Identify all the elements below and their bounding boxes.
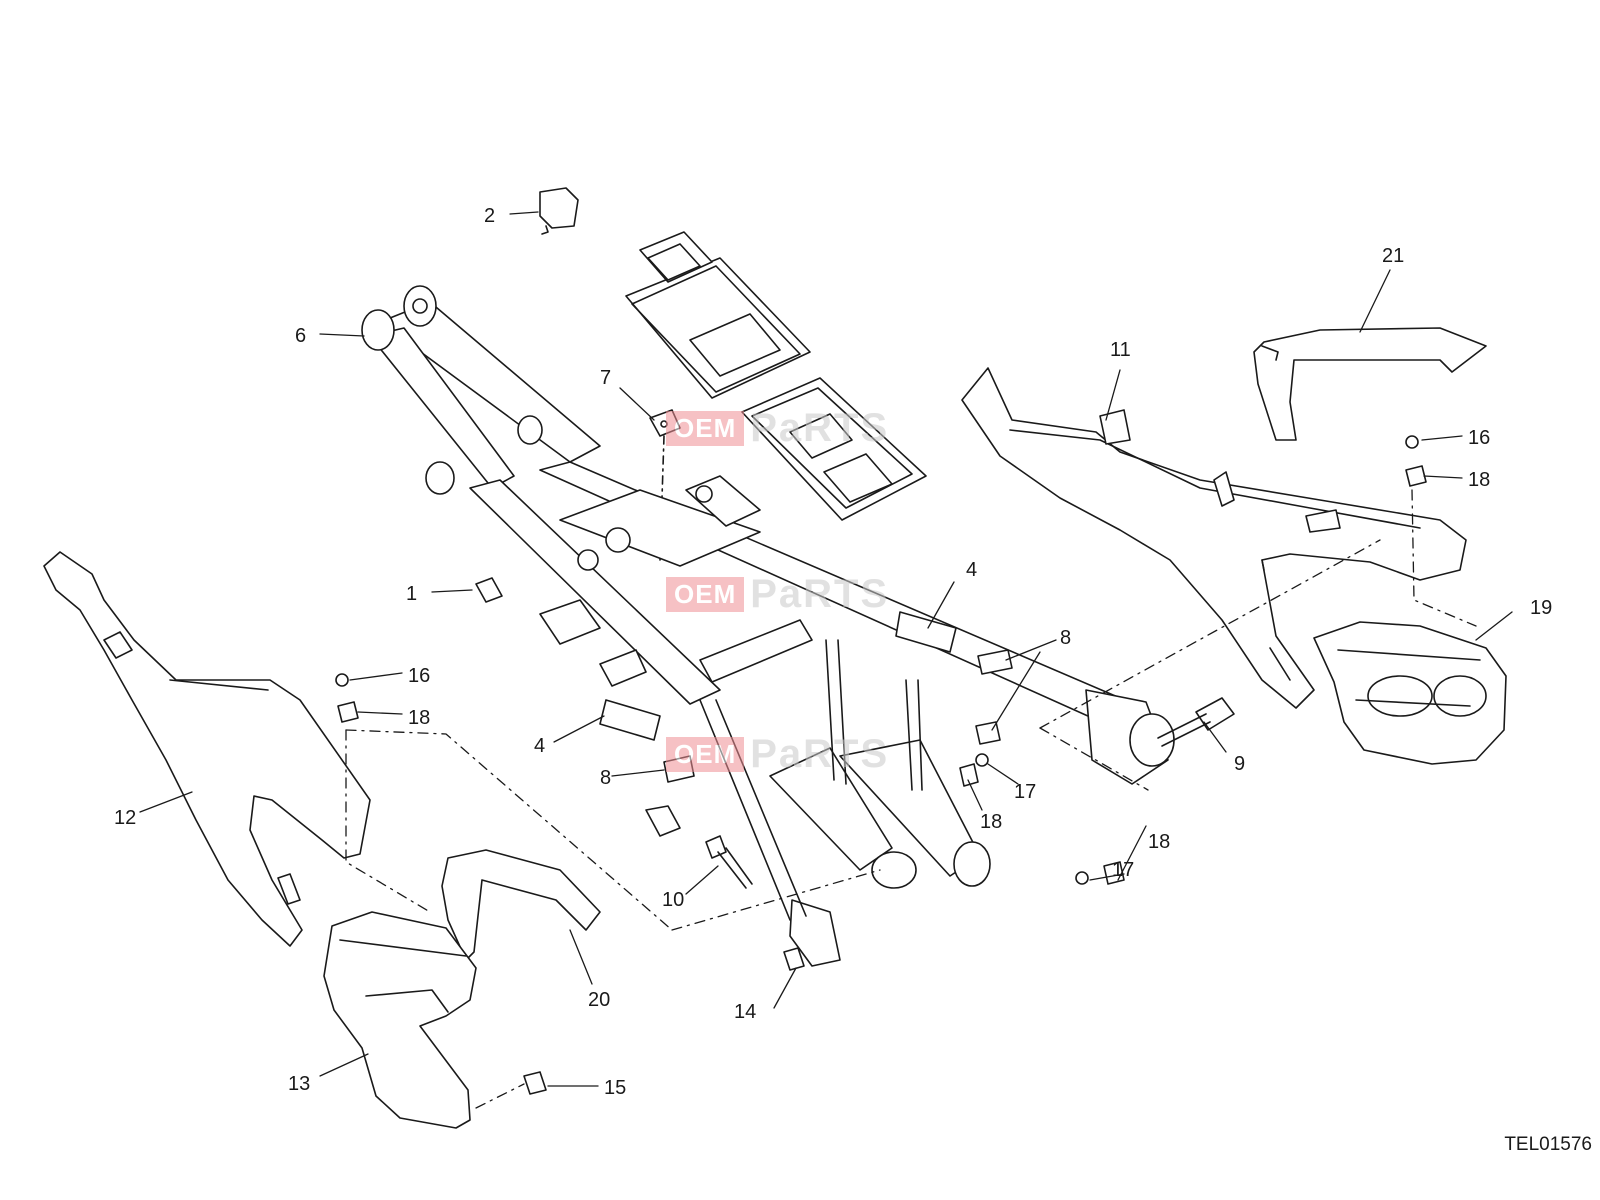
part-clip-1 [475,577,503,603]
watermark-parts: PaRTS [750,732,890,776]
callout-16a: 16 [1468,427,1490,449]
callout-11: 11 [1110,339,1131,361]
fasteners-17-18 [335,435,1427,885]
callout-15: 15 [604,1077,626,1099]
callout-21: 21 [1382,245,1404,267]
watermark-oem: OEM [666,411,745,446]
assembly-lines [345,489,1477,1109]
part-side-panel-11 [961,367,1467,709]
callout-18d: 18 [1148,831,1170,853]
callout-labels: 2 6 7 1 4 4 8 8 9 10 11 12 13 14 15 16 1… [114,205,1552,1099]
part-cover-13 [323,911,477,1129]
callout-17a: 17 [1014,781,1036,803]
callout-9: 9 [1234,753,1245,775]
callout-7: 7 [600,367,611,389]
callout-8a: 8 [1060,627,1071,649]
part-strip-21 [1253,327,1487,441]
part-bumper-8b [975,721,1001,745]
watermark-oem: OEM [666,737,745,772]
part-plug-14 [783,947,805,971]
part-bolt-10 [705,835,753,889]
part-bumper-8a [977,649,1013,675]
watermark-logo-2: OEM PaRTS [666,572,889,617]
callout-2: 2 [484,205,495,227]
leader-lines [139,211,1513,1087]
part-cap-15 [523,1071,547,1095]
callout-10: 10 [662,889,684,911]
part-strip-20 [441,849,601,961]
callout-6: 6 [295,325,306,347]
watermark-logo-3: OEM PaRTS [666,732,889,777]
part-sticker-4a [895,611,957,653]
part-sticker-4b [599,699,661,741]
callout-14: 14 [734,1001,756,1023]
callout-18c: 18 [980,811,1002,833]
callout-4a: 4 [966,559,977,581]
callout-18a: 18 [1468,469,1490,491]
part-rear-subframe [361,285,1175,967]
callout-1: 1 [406,583,417,605]
part-side-panel-12 [43,551,371,947]
part-cap-2 [539,187,579,235]
callout-20: 20 [588,989,610,1011]
part-cover-19 [1313,621,1507,765]
watermark-parts: PaRTS [750,572,890,616]
callout-17b: 17 [1112,859,1134,881]
watermark-parts: PaRTS [750,406,890,450]
watermark-logo-1: OEM PaRTS [666,406,889,451]
part-bolt-9 [1157,697,1235,747]
callout-12: 12 [114,807,136,829]
part-ecu-module [625,231,927,521]
callout-4b: 4 [534,735,545,757]
callout-8b: 8 [600,767,611,789]
part-bumper-8d [645,805,681,837]
diagram-reference-code: TEL01576 [1504,1134,1592,1155]
watermark-oem: OEM [666,577,745,612]
callout-19: 19 [1530,597,1552,619]
callout-18b: 18 [408,707,430,729]
callout-16b: 16 [408,665,430,687]
callout-13: 13 [288,1073,310,1095]
